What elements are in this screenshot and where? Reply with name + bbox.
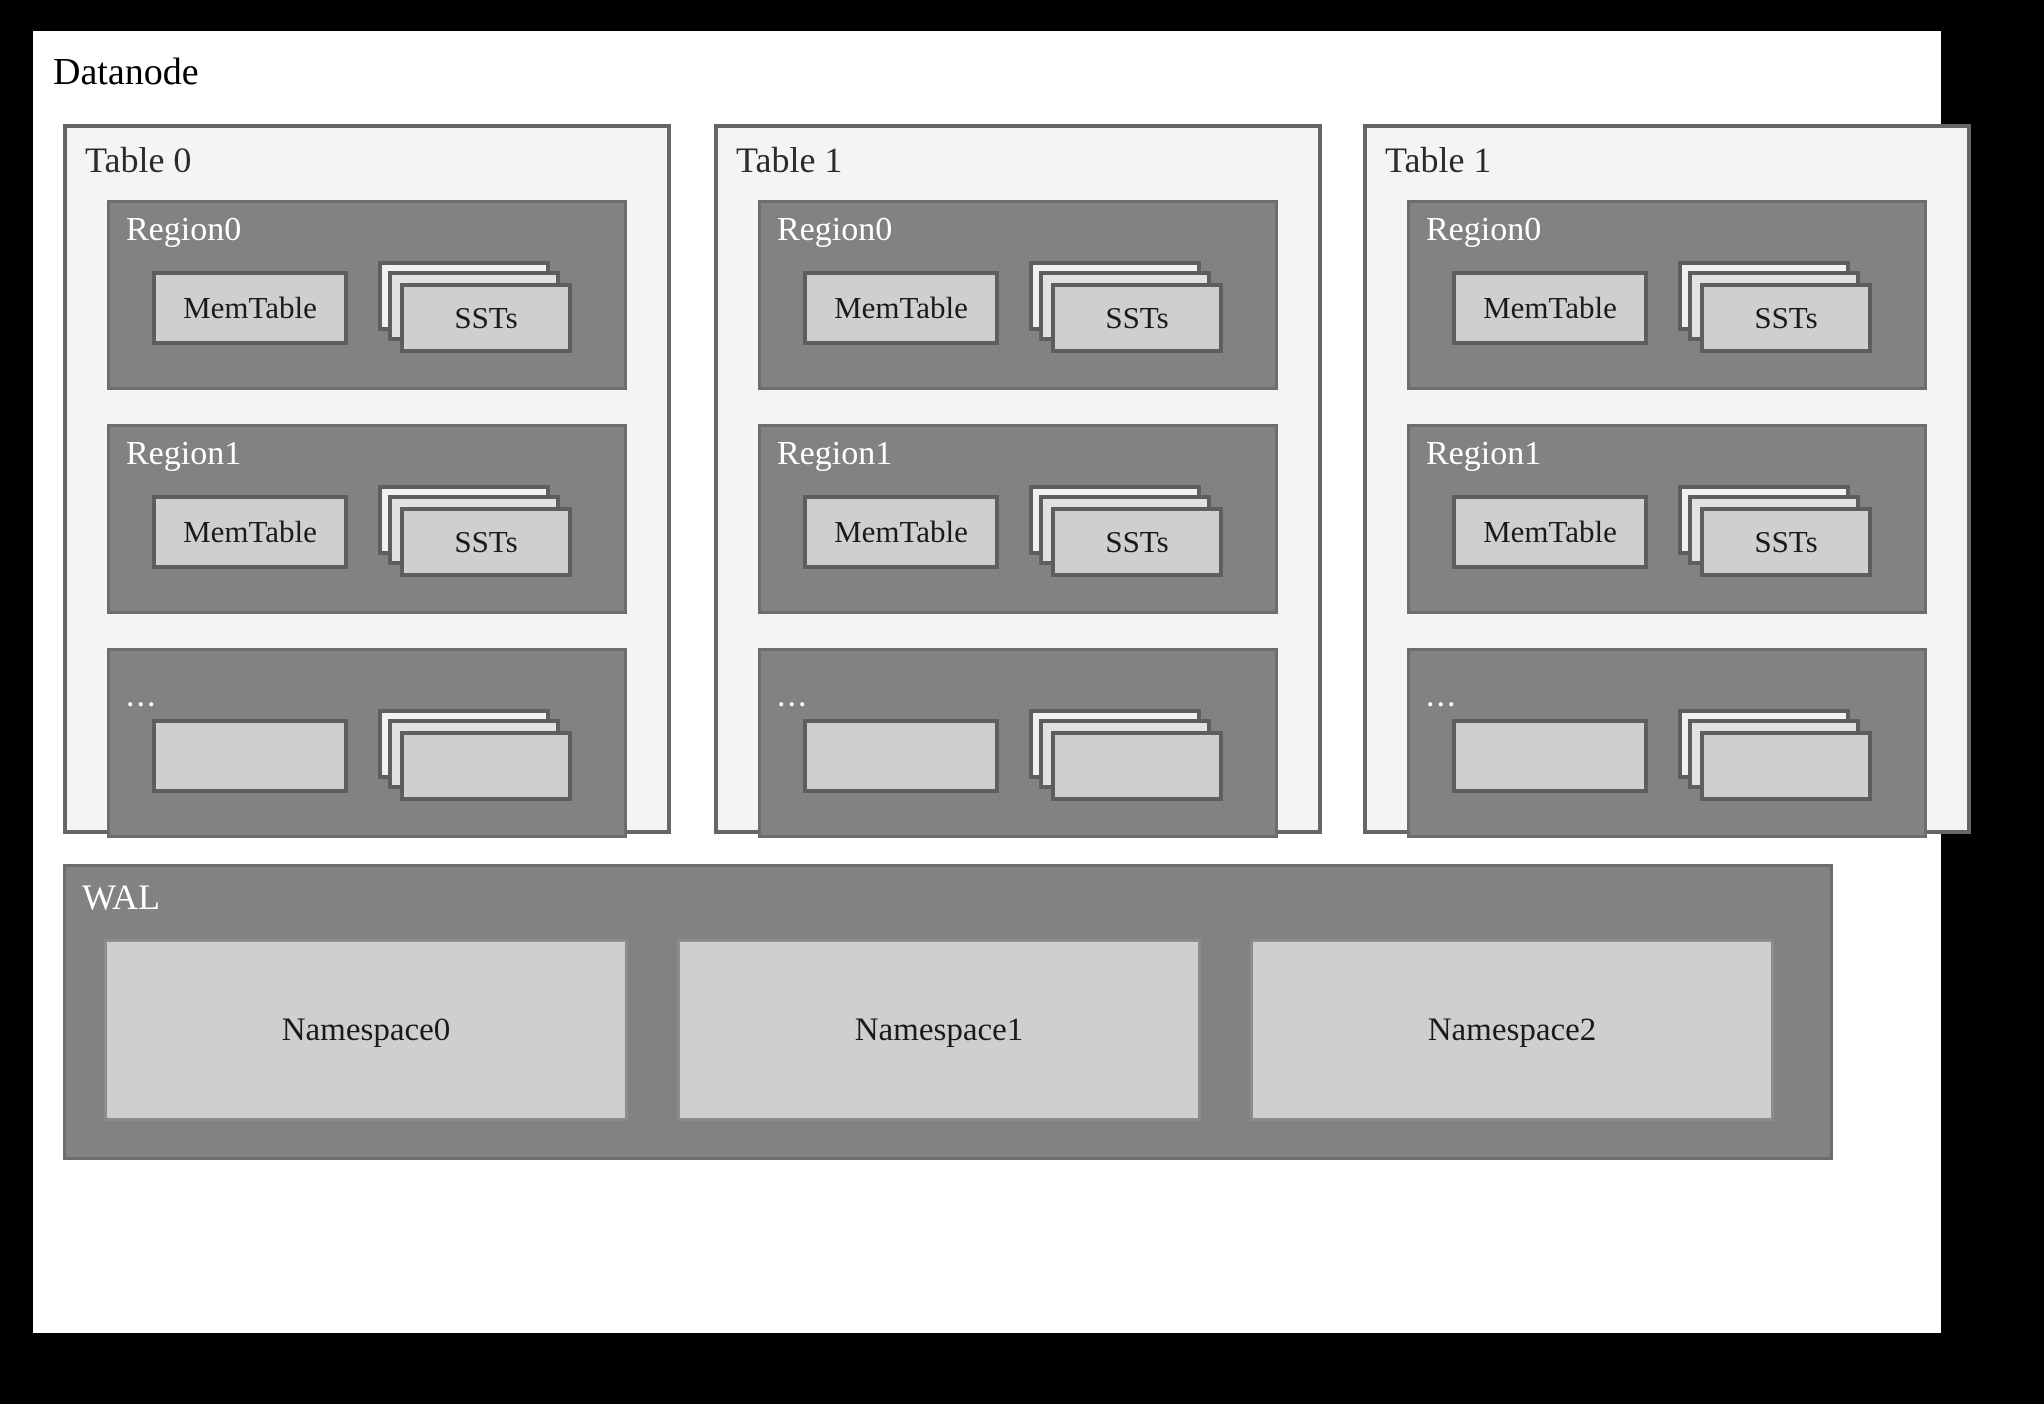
region-block-more[interactable]: ...: [1407, 648, 1927, 838]
namespace-box[interactable]: Namespace2: [1250, 939, 1774, 1121]
region-block[interactable]: Region0 MemTable SSTs: [758, 200, 1278, 390]
memtable-box-empty[interactable]: [803, 719, 999, 793]
region-block-more[interactable]: ...: [758, 648, 1278, 838]
region-block[interactable]: Region0 MemTable SSTs: [1407, 200, 1927, 390]
sst-card-front[interactable]: [400, 731, 572, 801]
table-label: Table 1: [1385, 140, 1492, 180]
sst-stack-empty[interactable]: [1678, 709, 1878, 805]
memtable-box[interactable]: MemTable: [152, 495, 348, 569]
sst-card-front[interactable]: [1051, 731, 1223, 801]
region-block[interactable]: Region1 MemTable SSTs: [107, 424, 627, 614]
wal-block[interactable]: WAL Namespace0 Namespace1 Namespace2: [63, 864, 1833, 1160]
sst-card-front[interactable]: SSTs: [1700, 507, 1872, 577]
wal-label: WAL: [82, 877, 160, 917]
page-title: Datanode: [53, 51, 199, 93]
region-label: Region0: [126, 211, 242, 248]
memtable-box[interactable]: MemTable: [803, 495, 999, 569]
table-panel-2[interactable]: Table 1 Region0 MemTable SSTs Region1 Me…: [1363, 124, 1971, 838]
diagram-canvas: Datanode Table 0 Region0 MemTable SSTs R…: [33, 31, 1971, 1333]
memtable-box[interactable]: MemTable: [1452, 495, 1648, 569]
region-block[interactable]: Region0 MemTable SSTs: [107, 200, 627, 390]
region-label: Region0: [777, 211, 893, 248]
sst-stack[interactable]: SSTs: [1678, 261, 1878, 357]
sst-card-front[interactable]: SSTs: [1051, 283, 1223, 353]
table-label: Table 0: [85, 140, 192, 180]
sst-stack[interactable]: SSTs: [378, 485, 578, 581]
ellipsis-label: ...: [126, 677, 158, 714]
memtable-box-empty[interactable]: [1452, 719, 1648, 793]
region-block-more[interactable]: ...: [107, 648, 627, 838]
sst-card-front[interactable]: SSTs: [400, 507, 572, 577]
table-panel-1[interactable]: Table 1 Region0 MemTable SSTs Region1 Me…: [714, 124, 1322, 838]
table-label: Table 1: [736, 140, 843, 180]
ellipsis-label: ...: [777, 677, 809, 714]
ellipsis-label: ...: [1426, 677, 1458, 714]
region-block[interactable]: Region1 MemTable SSTs: [758, 424, 1278, 614]
region-label: Region1: [1426, 435, 1542, 472]
sst-stack[interactable]: SSTs: [378, 261, 578, 357]
memtable-box-empty[interactable]: [152, 719, 348, 793]
sst-stack[interactable]: SSTs: [1678, 485, 1878, 581]
region-label: Region1: [126, 435, 242, 472]
sst-stack-empty[interactable]: [1029, 709, 1229, 805]
sst-card-front[interactable]: [1700, 731, 1872, 801]
region-label: Region1: [777, 435, 893, 472]
sst-card-front[interactable]: SSTs: [1051, 507, 1223, 577]
memtable-box[interactable]: MemTable: [1452, 271, 1648, 345]
namespace-box[interactable]: Namespace1: [677, 939, 1201, 1121]
table-panel-0[interactable]: Table 0 Region0 MemTable SSTs Region1 Me…: [63, 124, 671, 838]
region-label: Region0: [1426, 211, 1542, 248]
memtable-box[interactable]: MemTable: [803, 271, 999, 345]
namespace-box[interactable]: Namespace0: [104, 939, 628, 1121]
sst-card-front[interactable]: SSTs: [1700, 283, 1872, 353]
sst-card-front[interactable]: SSTs: [400, 283, 572, 353]
sst-stack[interactable]: SSTs: [1029, 485, 1229, 581]
sst-stack[interactable]: SSTs: [1029, 261, 1229, 357]
memtable-box[interactable]: MemTable: [152, 271, 348, 345]
region-block[interactable]: Region1 MemTable SSTs: [1407, 424, 1927, 614]
sst-stack-empty[interactable]: [378, 709, 578, 805]
